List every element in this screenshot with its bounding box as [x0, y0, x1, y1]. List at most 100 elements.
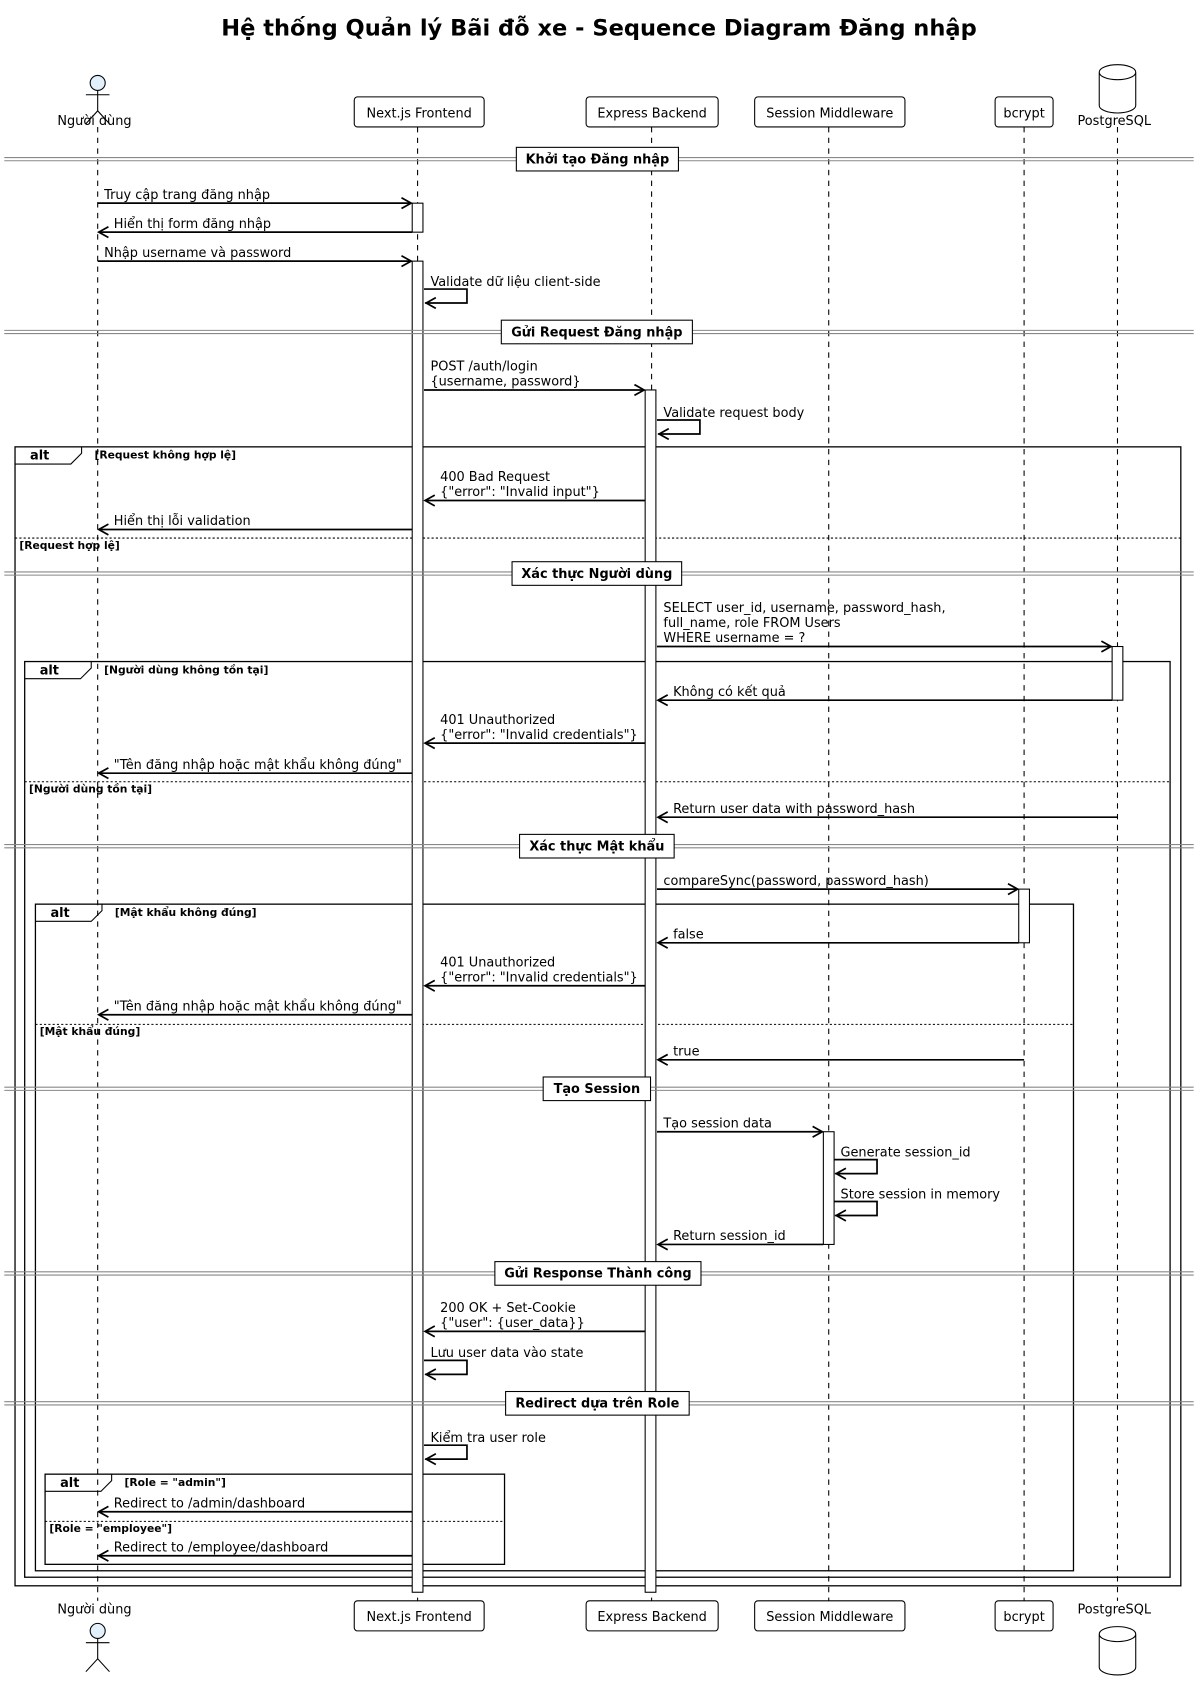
message-label: Generate session_id: [841, 1145, 971, 1160]
participant-box: [994, 96, 1054, 128]
message-label: Store session in memory: [841, 1187, 1001, 1202]
message: Không có kết quả: [656, 685, 1113, 707]
database-icon: [1098, 1626, 1137, 1676]
alt-frame: alt[Role = "admin"][Role = "employee"]: [44, 1473, 506, 1565]
alt-frame-tab: [24, 661, 92, 680]
message-label: Hiển thị lỗi validation: [114, 514, 251, 529]
message: Return user data with password_hash: [656, 802, 1118, 824]
alt-frame: alt[Request không hợp lệ][Request hợp lệ…: [14, 446, 1182, 1587]
message: compareSync(password, password_hash): [656, 874, 1020, 896]
message: Truy cập trang đăng nhập: [97, 188, 413, 210]
self-message-arrow: [656, 419, 701, 435]
alt-frame: alt[Mật khẩu không đúng][Mật khẩu đúng]: [34, 903, 1075, 1572]
message: Kiểm tra user role: [424, 1431, 546, 1466]
message: false: [656, 928, 1019, 949]
message: 200 OK + Set-Cookie{"user": {user_data}}: [423, 1301, 646, 1338]
arrowhead: [96, 1505, 109, 1518]
message: Hiển thị form đăng nhập: [96, 217, 413, 239]
divider-box: [505, 1390, 690, 1416]
message-label: true: [673, 1045, 700, 1060]
message-label: Lưu user data vào state: [430, 1346, 583, 1361]
arrowhead: [1100, 640, 1113, 653]
alt-guard: [Người dùng tồn tại]: [29, 783, 152, 796]
message-label: full_name, role FROM Users: [663, 616, 840, 631]
message: 401 Unauthorized{"error": "Invalid crede…: [423, 713, 646, 750]
arrowhead: [423, 737, 436, 750]
participant-label: bcrypt: [1003, 1610, 1044, 1625]
message: 401 Unauthorized{"error": "Invalid crede…: [423, 955, 646, 992]
divider-box: [511, 561, 683, 586]
message-label: 200 OK + Set-Cookie: [440, 1301, 576, 1316]
participant-label: Express Backend: [597, 106, 706, 121]
message-label: Validate dữ liệu client-side: [430, 275, 600, 290]
activation-bar: [411, 260, 424, 1593]
message-label: POST /auth/login: [430, 360, 537, 375]
message-label: false: [673, 928, 704, 943]
alt-guard: [Role = "employee"]: [49, 1522, 172, 1535]
arrowhead: [834, 1209, 847, 1222]
participant-label: Next.js Frontend: [367, 106, 472, 121]
activation-bar: [644, 389, 657, 1593]
message-label: Return session_id: [673, 1229, 786, 1244]
message: Nhập username và password: [97, 246, 413, 268]
alt-keyword: alt: [30, 449, 49, 464]
alt-frame-border: [24, 660, 1171, 1578]
arrowhead: [96, 1008, 109, 1021]
message: true: [656, 1045, 1025, 1066]
message: Tạo session data: [656, 1116, 825, 1138]
alt-keyword: alt: [40, 663, 59, 678]
message-label: Kiểm tra user role: [430, 1431, 546, 1446]
message-label: "Tên đăng nhập hoặc mật khẩu không đúng": [114, 758, 402, 773]
message-label: Nhập username và password: [104, 246, 291, 261]
arrowhead: [657, 427, 670, 441]
participant-box: [754, 96, 906, 128]
message: SELECT user_id, username, password_hash,…: [656, 601, 1113, 653]
arrowhead: [423, 1325, 436, 1338]
participant-box: [585, 96, 719, 128]
divider-label: Redirect dựa trên Role: [515, 1397, 679, 1412]
message: "Tên đăng nhập hoặc mật khẩu không đúng": [96, 758, 413, 780]
alt-frame-tab: [45, 1474, 113, 1492]
message-label: {"error": "Invalid credentials"}: [440, 728, 638, 743]
message-label: 401 Unauthorized: [440, 955, 555, 970]
message-label: Truy cập trang đăng nhập: [103, 188, 270, 203]
arrowhead: [401, 197, 413, 210]
divider-label: Gửi Request Đăng nhập: [511, 325, 682, 340]
message: "Tên đăng nhập hoặc mật khẩu không đúng": [96, 999, 413, 1021]
arrowhead: [834, 1167, 847, 1180]
message: Redirect to /admin/dashboard: [96, 1496, 413, 1518]
alt-frame-tab: [15, 446, 83, 465]
participant-label: Next.js Frontend: [367, 1610, 472, 1625]
alt-guard: [Mật khẩu không đúng]: [115, 906, 257, 919]
participant-label: bcrypt: [1003, 106, 1044, 121]
message: POST /auth/login{username, password}: [424, 360, 646, 397]
message-label: Không có kết quả: [673, 685, 786, 700]
alt-guard: [Người dùng không tồn tại]: [104, 663, 268, 676]
arrowhead: [401, 255, 413, 268]
message-label: {"user": {user_data}}: [440, 1316, 585, 1331]
message: Store session in memory: [834, 1187, 1001, 1222]
database-icon: [1098, 64, 1137, 114]
message: Return session_id: [656, 1229, 824, 1251]
alt-frame-border: [44, 1473, 506, 1565]
divider-box: [542, 1076, 652, 1102]
arrowhead: [423, 979, 436, 992]
arrowhead: [96, 767, 109, 780]
actor-head: [89, 74, 106, 91]
section-divider: Redirect dựa trên Role: [4, 1390, 1194, 1416]
section-divider: Gửi Response Thành công: [4, 1261, 1194, 1286]
message: Lưu user data vào state: [424, 1346, 583, 1381]
message-label: Hiển thị form đăng nhập: [114, 217, 271, 232]
message-label: 400 Bad Request: [440, 470, 550, 485]
section-divider: Tạo Session: [4, 1076, 1194, 1102]
alt-frame-border: [34, 903, 1075, 1572]
message: Redirect to /employee/dashboard: [96, 1540, 413, 1562]
arrowhead: [424, 1453, 437, 1466]
actor-head: [89, 1622, 106, 1639]
self-message-arrow: [834, 1158, 878, 1175]
activation-bar: [822, 1131, 835, 1245]
message-label: compareSync(password, password_hash): [663, 874, 928, 889]
